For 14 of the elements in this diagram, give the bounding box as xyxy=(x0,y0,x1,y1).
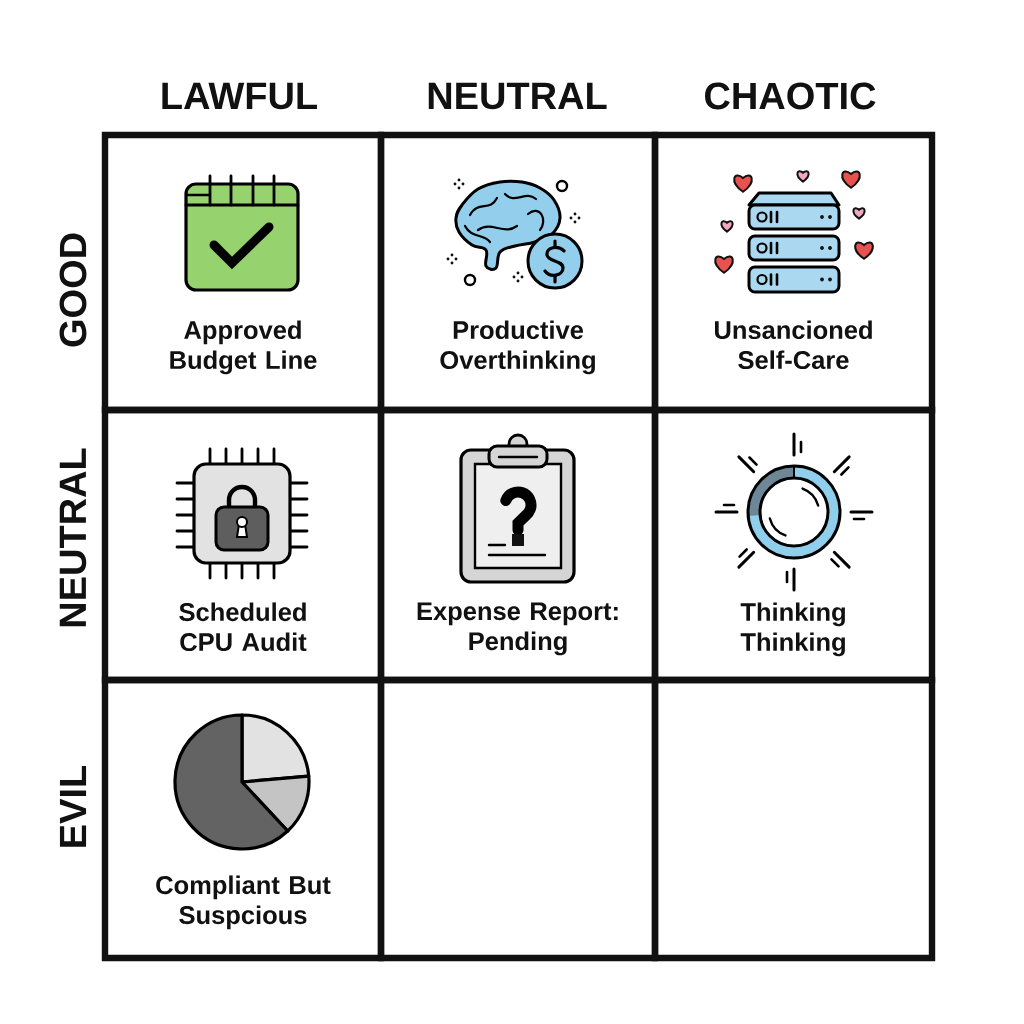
grid-cell: Compliant But Suspcious xyxy=(101,676,385,962)
column-heading: LAWFUL xyxy=(162,82,317,110)
row-heading: EVIL xyxy=(59,765,87,847)
column-heading: CHAOTIC xyxy=(705,82,876,110)
grid-cell: Productive Overthinking xyxy=(377,131,659,414)
grid-cell: Approved Budget Line xyxy=(101,131,385,414)
column-heading: NEUTRAL xyxy=(428,82,607,110)
grid-cell: Unsancioned Self-Care xyxy=(651,131,936,414)
grid-cell: Thinking Thinking xyxy=(651,406,936,684)
row-heading: NEUTRAL xyxy=(59,448,87,627)
grid-cell xyxy=(651,676,936,962)
grid-cell: Scheduled CPU Audit xyxy=(101,406,385,684)
grid-cell: Expense Report: Pending xyxy=(377,406,659,684)
row-heading: GOOD xyxy=(59,233,87,347)
